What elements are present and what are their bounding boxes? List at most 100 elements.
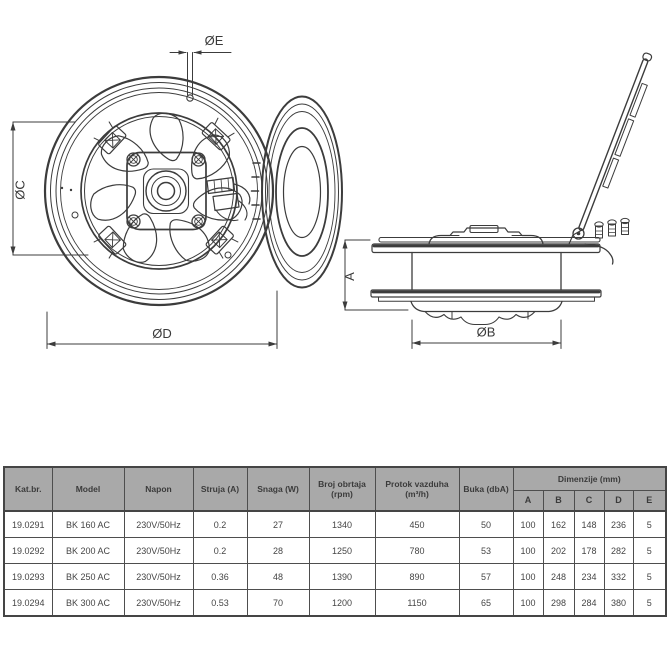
col-header-dim-e: E xyxy=(632,490,667,512)
top-flange xyxy=(371,243,601,254)
dimension-label-a: A xyxy=(342,272,357,281)
table-cell: 1150 xyxy=(374,589,460,617)
table-cell: 27 xyxy=(246,510,310,538)
table-cell: BK 250 AC xyxy=(51,563,125,590)
table-cell: 248 xyxy=(542,563,575,590)
col-header-dim-a: A xyxy=(512,490,544,512)
col-header-model: Model xyxy=(51,466,125,512)
fan-front-view xyxy=(43,75,275,307)
plate-tabs xyxy=(250,162,261,220)
table-cell: 282 xyxy=(603,537,634,564)
table-cell: 1390 xyxy=(308,563,376,590)
col-header-snaga: Snaga (W) xyxy=(246,466,310,512)
header-row-dimensions: A B C D E xyxy=(4,490,667,512)
table-cell: 298 xyxy=(542,589,575,617)
table-cell: 890 xyxy=(374,563,460,590)
table-cell: 19.0292 xyxy=(3,537,53,564)
header-row-main: Kat.br. Model Napon Struja (A) Snaga (W)… xyxy=(3,466,667,512)
table-cell: 230V/50Hz xyxy=(123,563,194,590)
table-cell: 236 xyxy=(603,510,634,538)
table-cell: 234 xyxy=(573,563,605,590)
dimension-label-b: ØB xyxy=(477,325,496,340)
dimension-d: ØD xyxy=(46,290,278,349)
grille-scallops xyxy=(424,310,536,326)
table-cell: 65 xyxy=(458,589,514,617)
motor-profile xyxy=(428,227,544,245)
table-cell: 5 xyxy=(632,563,667,590)
grille-dish xyxy=(410,300,563,313)
table-cell: 202 xyxy=(542,537,575,564)
top-plate xyxy=(378,236,601,243)
table-cell: 19.0291 xyxy=(3,510,53,538)
table-row: 19.0292 BK 200 AC 230V/50Hz 0.2 28 1250 … xyxy=(3,537,667,564)
flange-holes xyxy=(60,186,232,259)
col-header-napon: Napon xyxy=(123,466,194,512)
table-row: 19.0294 BK 300 AC 230V/50Hz 0.53 70 1200… xyxy=(3,589,667,617)
col-header-dimenzije: Dimenzije (mm) xyxy=(512,466,667,491)
dimension-b: ØB xyxy=(411,319,562,349)
open-flap xyxy=(578,52,653,231)
table-cell: 100 xyxy=(512,537,544,564)
table-cell: 230V/50Hz xyxy=(123,537,194,564)
table-cell: 162 xyxy=(542,510,575,538)
table-cell: 230V/50Hz xyxy=(123,510,194,538)
table-cell: 48 xyxy=(246,563,310,590)
table-cell: 19.0294 xyxy=(3,589,53,617)
table-cell: 5 xyxy=(632,510,667,538)
table-cell: 50 xyxy=(458,510,514,538)
col-header-kat-br: Kat.br. xyxy=(3,466,53,512)
table-cell: 19.0293 xyxy=(3,563,53,590)
table-cell: 28 xyxy=(246,537,310,564)
table-cell: BK 160 AC xyxy=(51,510,125,538)
table-cell: 0.36 xyxy=(192,563,248,590)
table-cell: 70 xyxy=(246,589,310,617)
table-cell: 100 xyxy=(512,589,544,617)
fan-back-plate-view xyxy=(250,95,343,289)
table-cell: 1250 xyxy=(308,537,376,564)
table-cell: 380 xyxy=(603,589,634,617)
table-cell: 0.53 xyxy=(192,589,248,617)
dimension-label-c: ØC xyxy=(13,180,28,200)
table-cell: 100 xyxy=(512,563,544,590)
dimension-e: ØE xyxy=(169,33,232,102)
table-cell: BK 300 AC xyxy=(51,589,125,617)
dimension-a: A xyxy=(342,239,409,311)
motor-terminal xyxy=(206,176,251,222)
table-cell: 230V/50Hz xyxy=(123,589,194,617)
table-cell: 1340 xyxy=(308,510,376,538)
dimension-label-e: ØE xyxy=(205,33,224,48)
table-row: 19.0291 BK 160 AC 230V/50Hz 0.2 27 1340 … xyxy=(3,510,667,538)
table-cell: 0.2 xyxy=(192,537,248,564)
table-cell: 57 xyxy=(458,563,514,590)
table-cell: 332 xyxy=(603,563,634,590)
duct-walls xyxy=(411,251,562,291)
motor-mount-plate xyxy=(126,151,207,231)
col-header-dim-c: C xyxy=(573,490,605,512)
table-cell: 5 xyxy=(632,589,667,617)
table-cell: 284 xyxy=(573,589,605,617)
table-cell: 450 xyxy=(374,510,460,538)
col-header-protok-vazduha: Protok vazduha (m³/h) xyxy=(374,466,460,512)
table-cell: 100 xyxy=(512,510,544,538)
col-header-struja: Struja (A) xyxy=(192,466,248,512)
table-cell: 780 xyxy=(374,537,460,564)
table-cell: BK 200 AC xyxy=(51,537,125,564)
col-header-buka: Buka (dbA) xyxy=(458,466,514,512)
mount-screws xyxy=(126,152,206,229)
technical-drawing: ØE ØC ØD A xyxy=(10,33,653,349)
table-cell: 0.2 xyxy=(192,510,248,538)
dimension-label-d: ØD xyxy=(152,326,172,341)
table-row: 19.0293 BK 250 AC 230V/50Hz 0.36 48 1390… xyxy=(3,563,667,590)
fan-drawing-svg: ØE ØC ØD A xyxy=(10,33,653,349)
table-cell: 148 xyxy=(573,510,605,538)
col-header-dim-b: B xyxy=(542,490,575,512)
table-cell: 178 xyxy=(573,537,605,564)
fan-side-view xyxy=(370,52,653,326)
dimension-c: ØC xyxy=(10,121,89,256)
spec-table: Kat.br. Model Napon Struja (A) Snaga (W)… xyxy=(3,466,668,617)
table-cell: 5 xyxy=(632,537,667,564)
col-header-dim-d: D xyxy=(603,490,634,512)
table-cell: 53 xyxy=(458,537,514,564)
table-cell: 1200 xyxy=(308,589,376,617)
